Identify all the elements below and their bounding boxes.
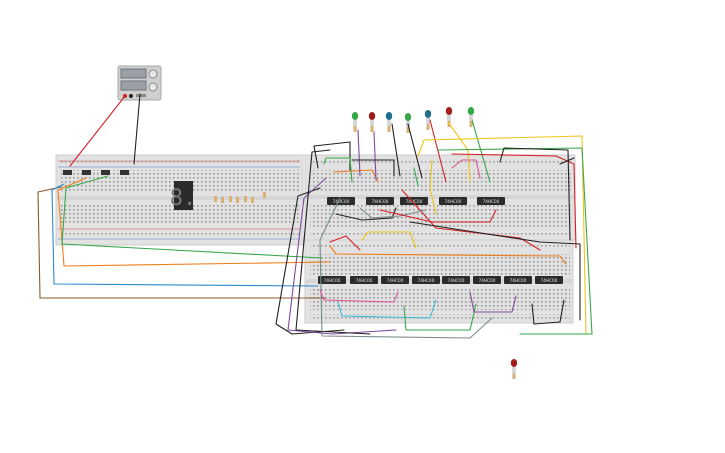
wire-red[interactable]: [69, 95, 126, 167]
wire-red[interactable]: [451, 153, 577, 249]
chip-label: 74HC00: [356, 278, 373, 283]
chip-74hc00[interactable]: 74HC00: [535, 276, 563, 284]
indicator-leds: [351, 107, 518, 379]
wire-purple[interactable]: [373, 131, 377, 181]
wire-gray[interactable]: [359, 207, 427, 219]
chip-label: 74HC00: [445, 199, 462, 204]
chip-label: 74HC00: [406, 199, 423, 204]
wire-black[interactable]: [295, 149, 371, 335]
chip-label: 74HC00: [418, 278, 435, 283]
wire-green[interactable]: [61, 175, 323, 259]
resistor: [426, 124, 430, 130]
wire-black[interactable]: [407, 123, 423, 179]
chip-74hc00[interactable]: 74HC00: [366, 197, 394, 205]
chip-74hc00[interactable]: 74HC00: [318, 276, 346, 284]
wire-black[interactable]: [409, 221, 581, 321]
resistor: [512, 373, 516, 379]
wire-purple[interactable]: [469, 291, 517, 313]
chip-74hc00[interactable]: 74HC00: [439, 197, 467, 205]
chip-label: 74HC00: [541, 278, 558, 283]
resistor: [387, 126, 391, 132]
psu-current-knob[interactable]: [148, 82, 158, 92]
wire-black[interactable]: [559, 157, 575, 165]
wire-yellow[interactable]: [361, 231, 417, 249]
led[interactable]: [368, 112, 376, 132]
chip-label: 74HC00: [510, 278, 527, 283]
wire-red[interactable]: [429, 119, 447, 183]
input-switches[interactable]: [63, 170, 129, 175]
led[interactable]: [424, 110, 432, 130]
led[interactable]: [385, 112, 393, 132]
wire-gray[interactable]: [319, 197, 493, 339]
chip-74hc00[interactable]: 74HC00: [327, 197, 355, 205]
wire-black[interactable]: [275, 187, 345, 335]
switch-1[interactable]: [63, 170, 72, 175]
psu-negative-terminal[interactable]: [129, 94, 133, 98]
logic-chips: 74HC00 74HC00 74HC00 74HC00 74HC00 74HC00 74HC…: [318, 197, 563, 284]
led[interactable]: [510, 359, 518, 379]
wire-black[interactable]: [531, 299, 565, 325]
chip-74hc00[interactable]: 74HC00: [442, 276, 470, 284]
resistor: [353, 126, 357, 132]
resistor: [469, 121, 473, 127]
wire-pink[interactable]: [319, 289, 399, 303]
resistor: [406, 127, 410, 133]
wire-blue[interactable]: [51, 183, 319, 287]
wire-red[interactable]: [329, 235, 361, 251]
chip-74hc00[interactable]: 74HC00: [350, 276, 378, 284]
wire-orange[interactable]: [57, 177, 331, 267]
wire-green[interactable]: [323, 157, 353, 183]
wire-black[interactable]: [351, 159, 395, 177]
wire-black[interactable]: [313, 141, 351, 171]
chip-74hc00[interactable]: 74HC00: [400, 197, 428, 205]
wire-pink[interactable]: [451, 159, 481, 179]
psu-voltage-knob[interactable]: [148, 69, 158, 79]
wire-red[interactable]: [379, 209, 497, 223]
switch-4[interactable]: [120, 170, 129, 175]
chip-label: 74HC00: [387, 278, 404, 283]
display-resistors: [214, 192, 266, 203]
chip-label: 74HC00: [479, 278, 496, 283]
wires: [37, 93, 593, 339]
wire-black[interactable]: [391, 123, 401, 177]
chip-74hc00[interactable]: 74HC00: [477, 197, 505, 205]
wire-orange[interactable]: [329, 245, 567, 265]
psu-voltage-screen: [120, 68, 147, 79]
chip-label: 74HC00: [324, 278, 341, 283]
led[interactable]: [404, 113, 412, 133]
wire-brown[interactable]: [37, 186, 327, 299]
wire-green[interactable]: [437, 147, 593, 335]
chip-label: 74HC00: [483, 199, 500, 204]
chip-label: 74HC00: [372, 199, 389, 204]
chip-74hc00[interactable]: 74HC00: [504, 276, 532, 284]
chip-74hc00[interactable]: 74HC00: [412, 276, 440, 284]
wire-cyan[interactable]: [337, 299, 437, 319]
display-digit: 8.: [170, 186, 197, 211]
wire-green[interactable]: [413, 167, 419, 187]
switch-2[interactable]: [82, 170, 91, 175]
switch-3[interactable]: [101, 170, 110, 175]
seven-segment-display[interactable]: 8.: [170, 181, 197, 211]
psu-current-screen: [120, 80, 147, 91]
led[interactable]: [351, 112, 359, 132]
wire-yellow[interactable]: [429, 159, 437, 215]
wire-green[interactable]: [403, 303, 477, 331]
chip-label: 74HC00: [333, 199, 350, 204]
wire-green[interactable]: [471, 119, 491, 183]
resistor: [370, 126, 374, 132]
chip-label: 74HC00: [448, 278, 465, 283]
wire-purple[interactable]: [357, 129, 361, 177]
chip-74hc00[interactable]: 74HC00: [381, 276, 409, 284]
wire-black[interactable]: [133, 93, 141, 165]
wire-black[interactable]: [499, 147, 571, 241]
chip-74hc00[interactable]: 74HC00: [473, 276, 501, 284]
led[interactable]: [467, 107, 475, 127]
